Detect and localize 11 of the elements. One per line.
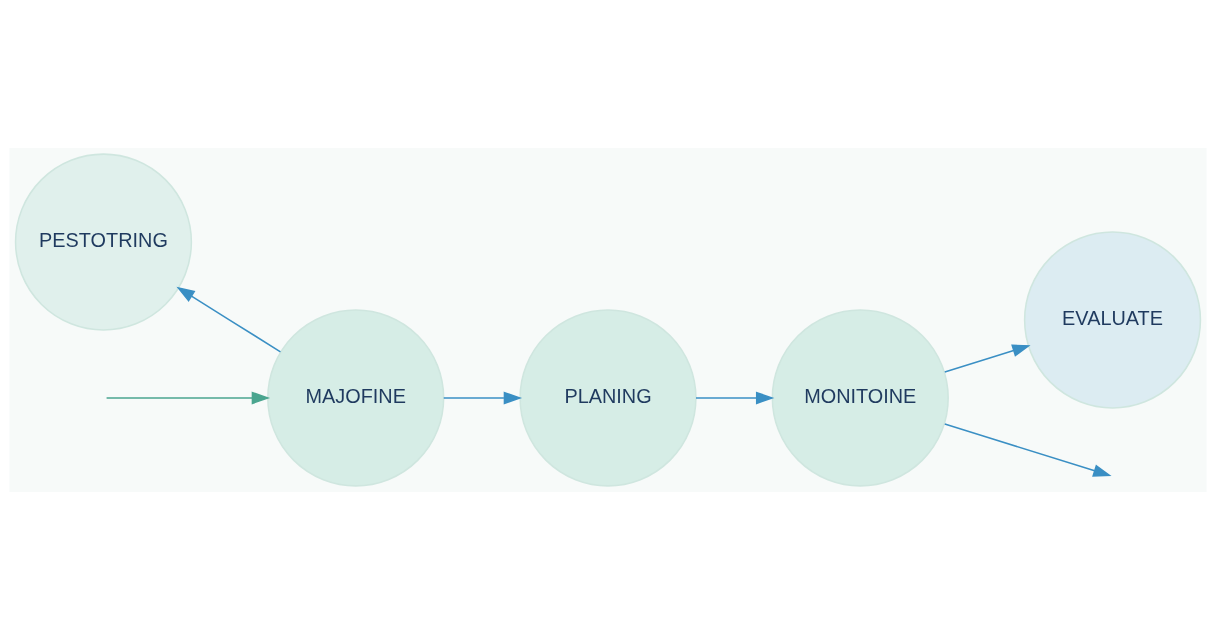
node-circle: MONITOINE: [771, 309, 949, 487]
arrow: [944, 344, 1031, 373]
node-circle: EVALUATE: [1023, 231, 1202, 409]
node-circle: PLANING: [519, 309, 697, 487]
node-circle: PESTOTRING: [14, 153, 193, 331]
arrow: [695, 391, 775, 405]
arrow: [442, 391, 523, 405]
node-circle: MAJOFINE: [267, 309, 445, 487]
arrow: [105, 391, 271, 405]
arrow: [944, 423, 1112, 477]
arrow: [176, 286, 282, 353]
